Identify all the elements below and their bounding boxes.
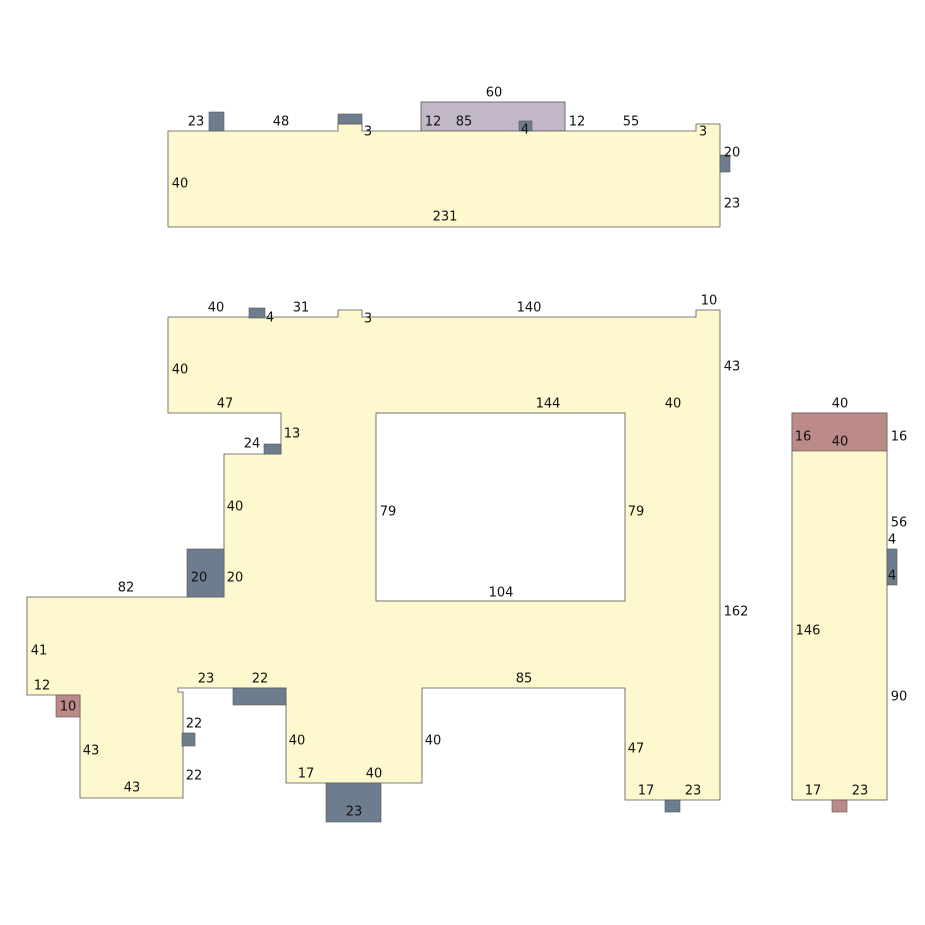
annex-room — [420, 101, 566, 132]
dimension-label: 43 — [83, 744, 100, 759]
dimension-label: 140 — [517, 301, 542, 316]
dimension-label: 12 — [569, 115, 586, 130]
dimension-label: 3 — [699, 125, 707, 140]
dimension-label: 48 — [273, 115, 290, 130]
accent-room — [791, 412, 888, 452]
dimension-label: 40 — [665, 397, 682, 412]
right-building-floor — [791, 412, 888, 801]
fixture — [518, 120, 533, 132]
dimension-label: 144 — [536, 397, 561, 412]
dimension-label: 40 — [832, 397, 849, 412]
dimension-label: 82 — [118, 581, 135, 596]
fixture — [181, 732, 196, 747]
dimension-label: 31 — [293, 301, 310, 316]
dimension-label: 23 — [188, 115, 205, 130]
dimension-label: 85 — [516, 672, 533, 687]
dimension-label: 146 — [796, 624, 821, 639]
fixture — [186, 548, 225, 598]
dimension-label: 43 — [724, 360, 741, 375]
fixture — [232, 687, 287, 706]
right-building: 40 16 40 16 56 4 4 146 90 17 23 — [791, 397, 908, 813]
dimension-label: 20 — [191, 571, 208, 586]
dimension-label: 17 — [298, 767, 315, 782]
top-building: 60 23 48 3 12 85 4 12 55 3 20 40 23 231 — [167, 86, 741, 228]
fixture — [248, 307, 266, 319]
dimension-label: 40 — [172, 363, 189, 378]
dimension-label: 22 — [186, 717, 203, 732]
fixture — [664, 799, 681, 813]
dimension-label: 40 — [172, 177, 189, 192]
dimension-label: 4 — [888, 533, 896, 548]
dimension-label: 90 — [891, 690, 908, 705]
dimension-label: 40 — [208, 301, 225, 316]
dimension-label: 22 — [186, 769, 203, 784]
fixture — [886, 548, 898, 586]
dimension-label: 40 — [425, 734, 442, 749]
dimension-label: 47 — [217, 397, 234, 412]
dimension-label: 231 — [433, 210, 458, 225]
dimension-label: 10 — [60, 700, 77, 715]
dimension-label: 79 — [380, 505, 397, 520]
dimension-label: 16 — [891, 430, 908, 445]
dimension-label: 104 — [489, 586, 514, 601]
dimension-label: 24 — [244, 437, 261, 452]
top-building-floor — [167, 123, 721, 228]
dimension-label: 23 — [852, 784, 869, 799]
fixture — [263, 443, 282, 455]
dimension-label: 85 — [456, 115, 473, 130]
dimension-label: 47 — [628, 742, 645, 757]
fixture — [337, 113, 363, 125]
accent-room — [831, 799, 848, 813]
dimension-label: 17 — [638, 784, 655, 799]
dimension-label: 55 — [623, 115, 640, 130]
main-building: 40 4 31 3 140 10 43 40 47 144 40 13 24 40 79 79 20 20 82 10… — [26, 294, 749, 823]
fixture — [719, 154, 731, 173]
dimension-label: 40 — [289, 734, 306, 749]
dimension-label: 162 — [724, 605, 749, 620]
dimension-label: 4 — [266, 311, 274, 326]
dimension-label: 4 — [521, 123, 529, 138]
dimension-label: 17 — [805, 784, 822, 799]
dimension-label: 12 — [425, 115, 442, 130]
dimension-label: 40 — [366, 767, 383, 782]
dimension-label: 12 — [34, 679, 51, 694]
dimension-label: 41 — [31, 644, 48, 659]
dimension-label: 40 — [227, 500, 244, 515]
dimension-label: 10 — [701, 294, 718, 309]
dimension-label: 4 — [888, 569, 896, 584]
dimension-label: 56 — [891, 516, 908, 531]
dimension-label: 16 — [795, 430, 812, 445]
dimension-label: 23 — [724, 197, 741, 212]
fixture — [325, 782, 382, 823]
dimension-label: 23 — [685, 784, 702, 799]
dimension-label: 3 — [364, 125, 372, 140]
dimension-label: 20 — [724, 146, 741, 161]
dimension-label: 13 — [284, 427, 301, 442]
dimension-label: 40 — [832, 435, 849, 450]
dimension-label: 79 — [628, 505, 645, 520]
accent-room — [55, 694, 81, 718]
courtyard — [375, 412, 626, 602]
fixture — [208, 111, 225, 132]
dimension-label: 43 — [124, 781, 141, 796]
dimension-label: 23 — [198, 672, 215, 687]
dimension-label: 20 — [227, 571, 244, 586]
dimension-label: 23 — [346, 805, 363, 820]
dimension-label: 60 — [486, 86, 503, 101]
dimension-label: 22 — [252, 672, 269, 687]
dimension-label: 3 — [364, 312, 372, 327]
